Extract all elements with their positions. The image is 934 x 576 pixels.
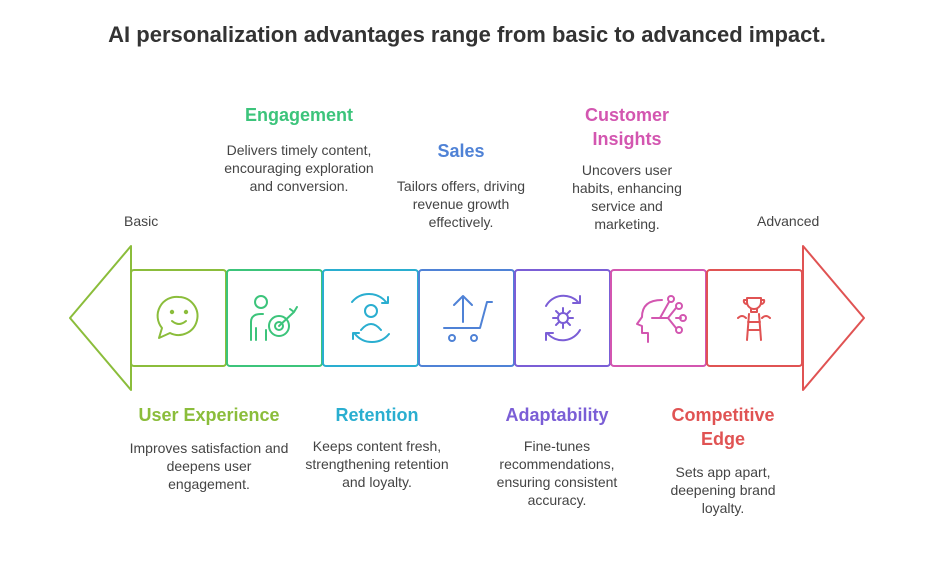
segment-competitive-edge	[706, 269, 803, 367]
segment-user-experience	[130, 269, 227, 367]
stage-desc: Tailors offers, driving revenue growth e…	[396, 178, 526, 230]
stage-desc: Delivers timely content, encouraging exp…	[224, 142, 374, 194]
advanced-label: Advanced	[757, 213, 820, 229]
stage-title: Customer Insights	[584, 105, 669, 149]
segment-sales	[418, 269, 515, 367]
page-title: AI personalization advantages range from…	[108, 22, 826, 47]
stage-retention: Retention Keeps content fresh, strengthe…	[297, 403, 457, 491]
stage-desc: Fine-tunes recommendations, ensuring con…	[496, 438, 618, 508]
stage-desc: Uncovers user habits, enhancing service …	[572, 162, 682, 232]
stage-customer-insights: Customer Insights Uncovers user habits, …	[547, 103, 707, 233]
chat-smile-icon	[156, 295, 199, 339]
stage-desc: Sets app apart, deepening brand loyalty.	[670, 464, 776, 516]
gear-cycle-icon	[545, 294, 581, 342]
stage-title: Engagement	[244, 105, 354, 125]
stage-desc: Keeps content fresh, strengthening reten…	[305, 438, 449, 490]
trophy-ladder-icon	[737, 297, 771, 341]
stage-title: User Experience	[138, 405, 280, 425]
head-network-icon	[636, 295, 687, 343]
stage-desc: Improves satisfaction and deepens user e…	[129, 440, 289, 492]
stage-engagement: Engagement Delivers timely content, enco…	[219, 103, 379, 195]
person-target-icon	[250, 295, 298, 341]
stage-title: Retention	[335, 405, 419, 425]
segment-engagement	[226, 269, 323, 367]
user-refresh-icon	[351, 292, 390, 344]
basic-label: Basic	[124, 213, 159, 229]
stage-competitive-edge: Competitive Edge Sets app apart, deepeni…	[643, 403, 803, 517]
stage-user-experience: User Experience Improves satisfaction an…	[129, 403, 289, 493]
stage-adaptability: Adaptability Fine-tunes recommendations,…	[477, 403, 637, 509]
segment-customer-insights	[610, 269, 707, 367]
stage-title: Sales	[437, 141, 485, 161]
cart-upload-icon	[443, 295, 493, 342]
stage-sales: Sales Tailors offers, driving revenue gr…	[381, 139, 541, 231]
right-arrowhead	[802, 245, 865, 391]
segment-retention	[322, 269, 419, 367]
left-arrowhead	[69, 245, 132, 391]
stage-title: Competitive Edge	[671, 405, 775, 449]
segment-adaptability	[514, 269, 611, 367]
stage-title: Adaptability	[505, 405, 609, 425]
